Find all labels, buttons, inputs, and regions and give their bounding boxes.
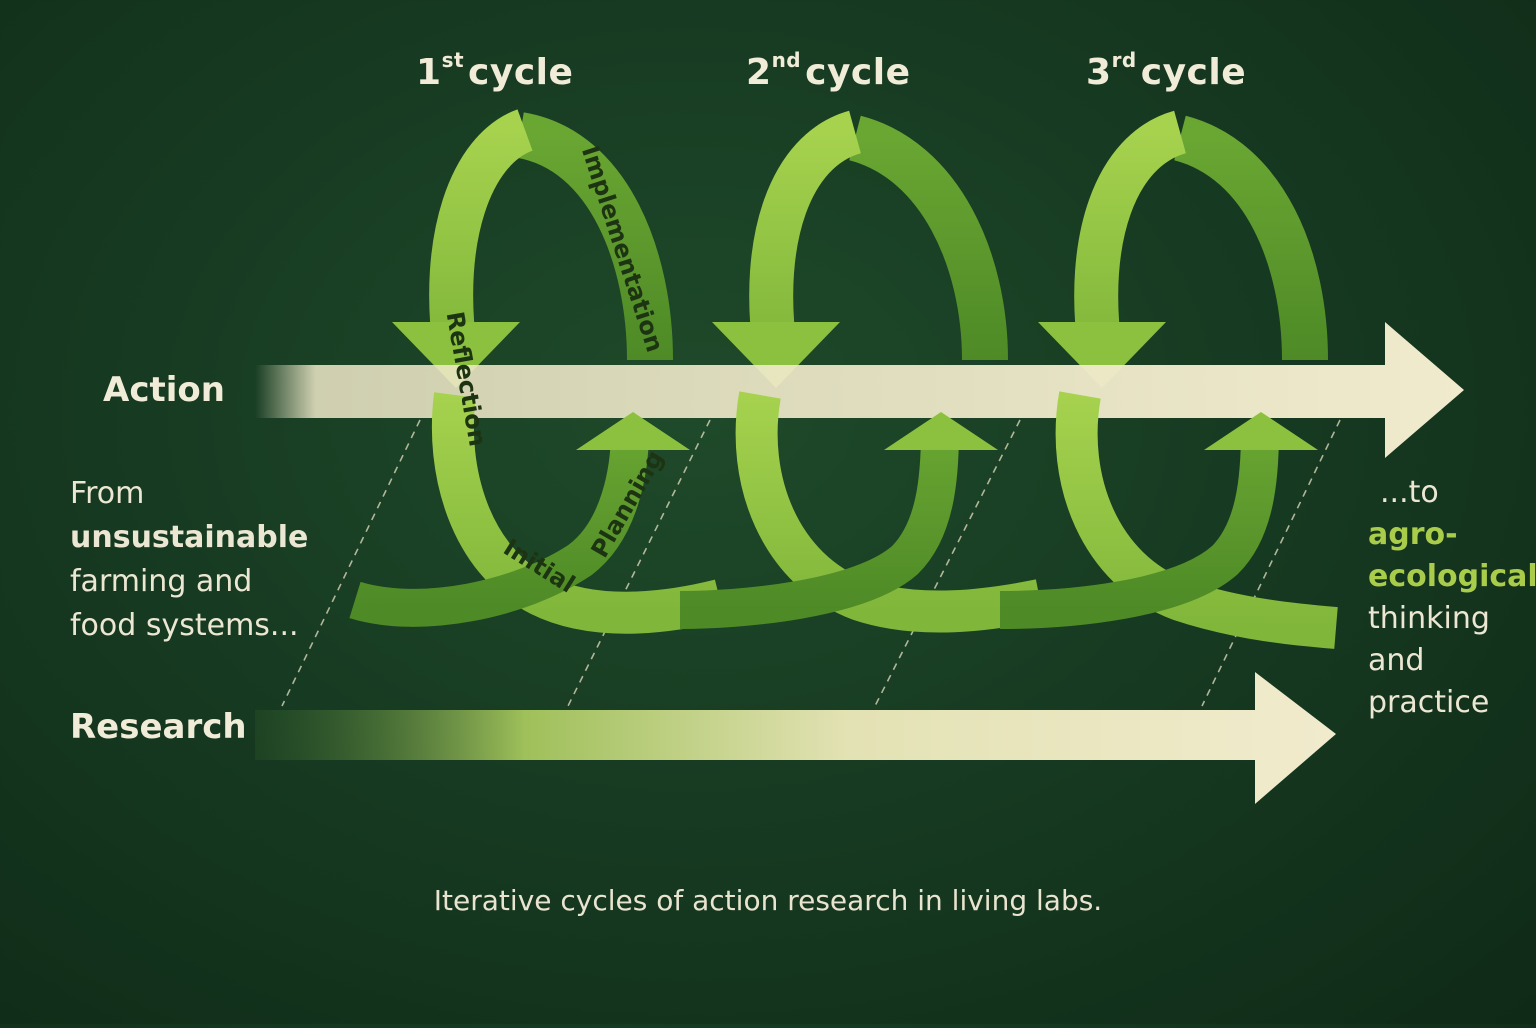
dashed-connectors xyxy=(281,419,1341,707)
spiral-ribbon-upper xyxy=(429,109,1188,353)
upward-arrowheads xyxy=(576,412,1318,450)
dashed-connector xyxy=(281,419,421,707)
downward-arrowheads xyxy=(392,322,1166,388)
right-description: ...to agro- ecological thinking and prac… xyxy=(1368,475,1536,720)
action-arrow xyxy=(255,322,1464,458)
spiral-ribbon-lower xyxy=(349,391,1338,649)
dashed-connector xyxy=(1201,419,1341,707)
planning-arrowhead xyxy=(576,412,690,450)
research-arrow xyxy=(255,672,1336,804)
research-label: Research xyxy=(70,707,247,747)
reflection-arrowhead xyxy=(392,322,520,388)
dashed-connector xyxy=(874,419,1021,707)
left-description: From unsustainable farming and food syst… xyxy=(70,476,309,643)
cycle2-down-arrowhead xyxy=(712,322,840,388)
dashed-connector xyxy=(567,419,711,707)
cycle2-up-arrowhead xyxy=(884,412,998,450)
figure-caption: Iterative cycles of action research in l… xyxy=(433,884,1103,917)
spiral-ribbon-back xyxy=(515,112,1328,361)
cycle3-up-arrowhead xyxy=(1204,412,1318,450)
cycle3-down-arrowhead xyxy=(1038,322,1166,388)
action-label: Action xyxy=(103,370,225,410)
